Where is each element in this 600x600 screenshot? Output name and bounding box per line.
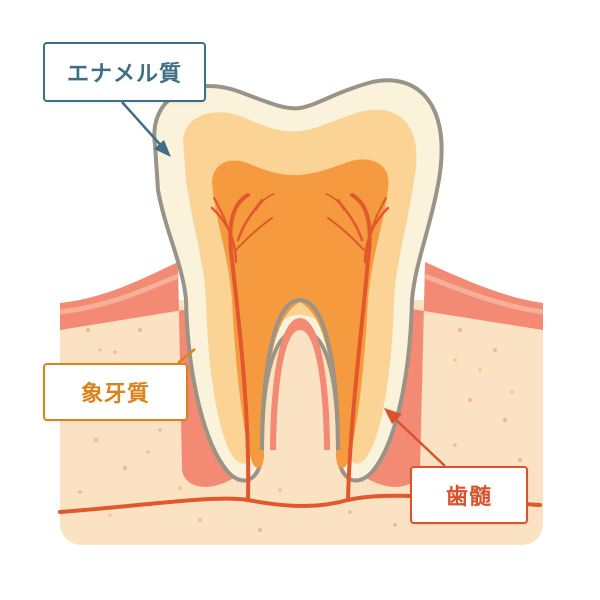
enamel-label-text: エナメル質 — [66, 62, 182, 87]
dentin-label-text: 象牙質 — [80, 382, 150, 407]
dentin-pointer-arrow — [177, 348, 196, 364]
nerves — [58, 193, 542, 514]
enamel-pointer-arrow — [121, 101, 171, 157]
dentin-label: 象牙質 — [43, 363, 188, 421]
pulp-pointer-arrow — [384, 408, 446, 467]
pulp-label-text: 歯髄 — [445, 485, 492, 510]
pulp-chamber — [212, 159, 389, 469]
pulp-label: 歯髄 — [410, 466, 528, 524]
enamel-label: エナメル質 — [43, 42, 206, 102]
